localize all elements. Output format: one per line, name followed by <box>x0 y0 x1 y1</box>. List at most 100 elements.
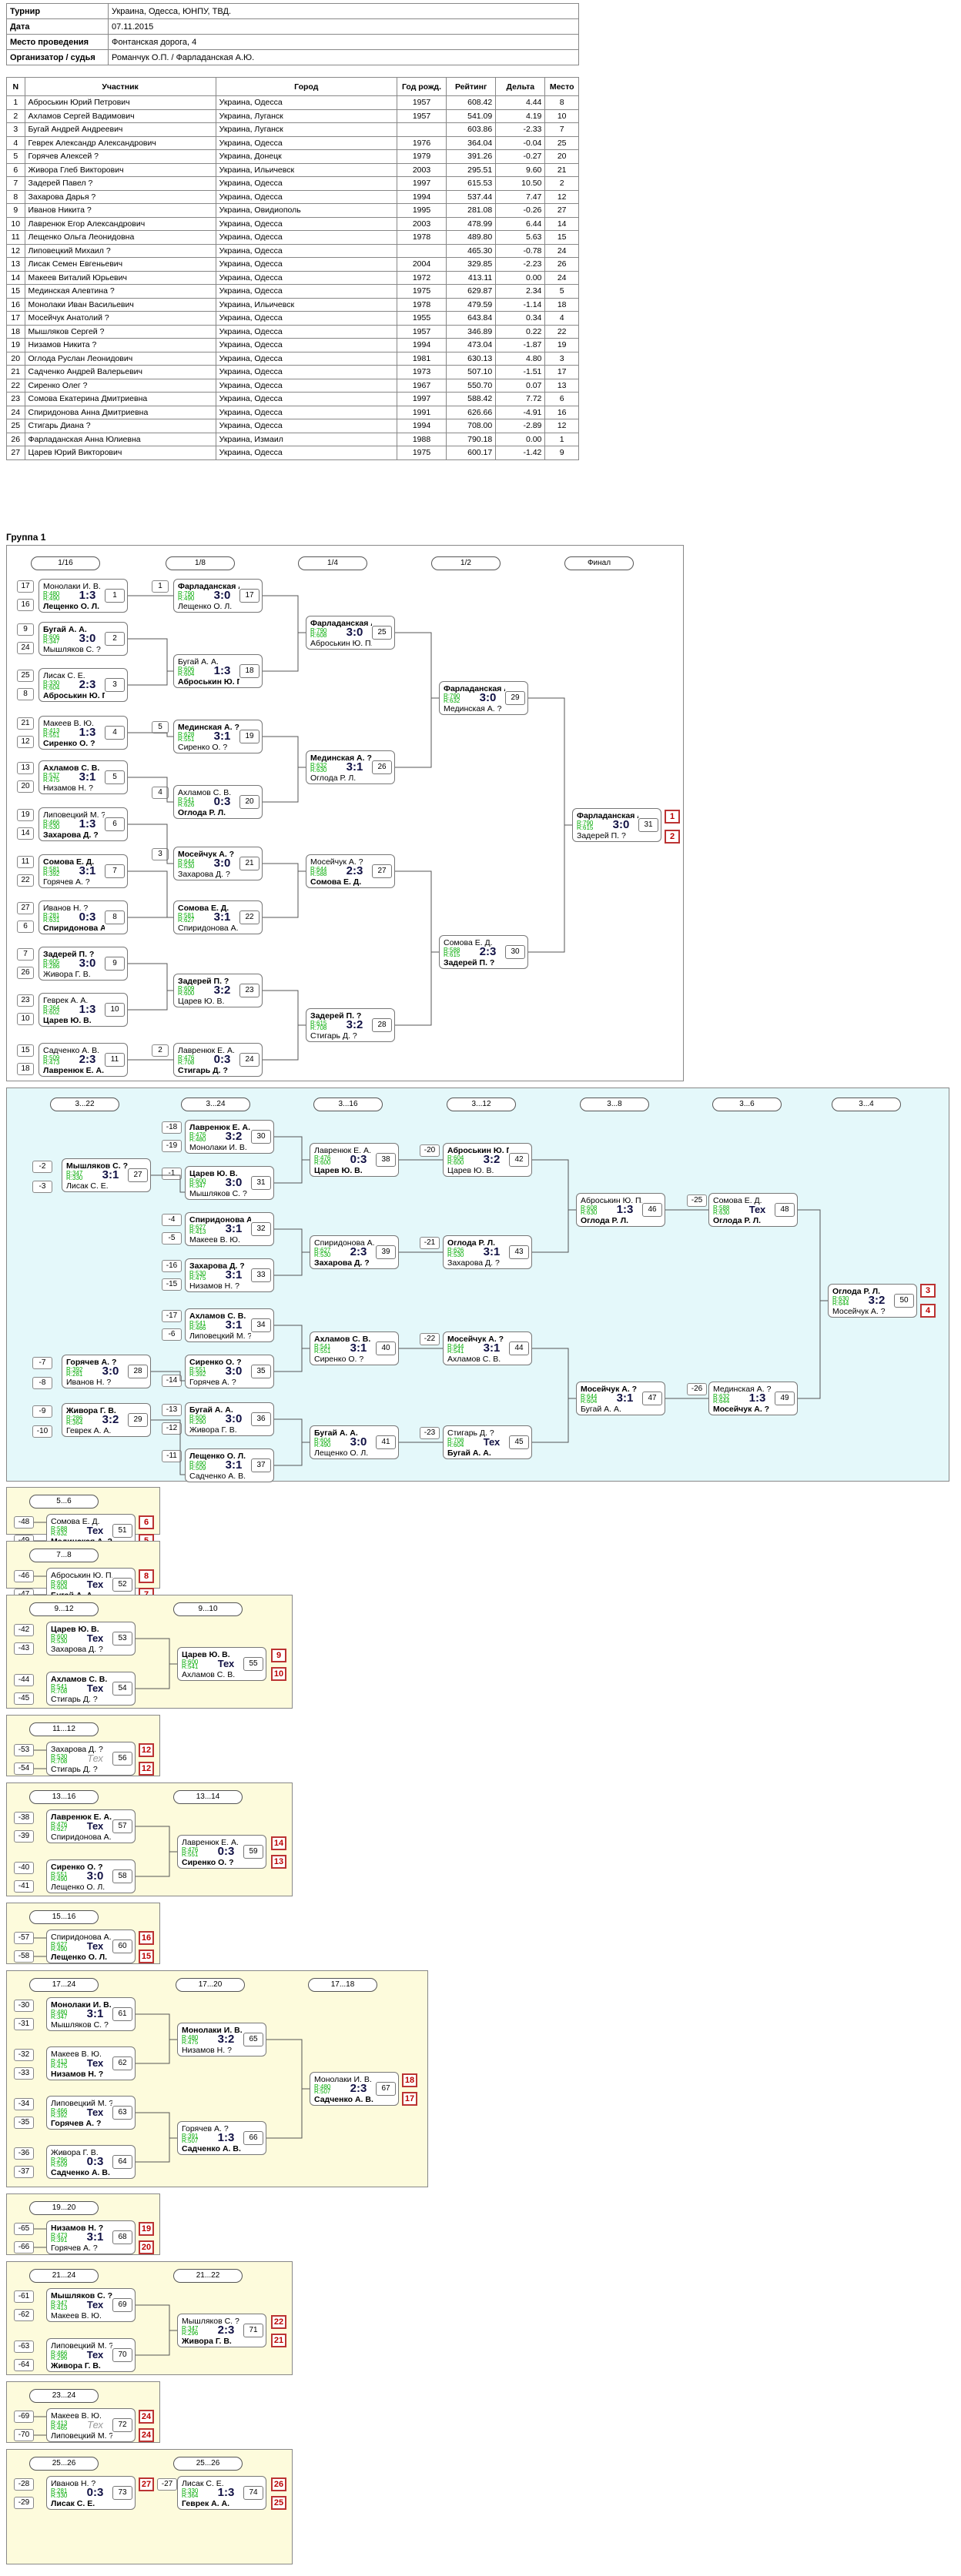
match-rating-1: R:480 <box>314 2083 331 2090</box>
loser-slot-label: -25 <box>687 1194 707 1207</box>
round-header: 25...26 <box>29 2457 99 2471</box>
match-player-1: Мышляков С. ? <box>66 1161 128 1171</box>
match-player-1: Липовецкий М. ? <box>51 2341 112 2350</box>
round-header: 1/4 <box>298 556 367 570</box>
players-cell: Украина, Луганск <box>215 109 397 123</box>
players-cell: Лещенко Ольга Леонидовна <box>24 230 216 245</box>
match-player-2: Живора Г. В. <box>189 1425 237 1435</box>
match-rating-2: R:490 <box>314 1442 331 1448</box>
players-cell: 26 <box>6 432 25 446</box>
loser-slot-label: -35 <box>14 2117 34 2129</box>
match-score: 3:1 <box>483 1245 501 1258</box>
players-cell: Макеев Виталий Юрьевич <box>24 270 216 285</box>
players-cell: 13 <box>6 257 25 272</box>
match-player-1: Фарладанская А. Ю. <box>178 582 239 591</box>
players-cell: Украина, Одесса <box>215 176 397 191</box>
match-player-1: Сомова Е. Д. <box>178 904 229 913</box>
match-number: 73 <box>112 2486 132 2500</box>
match-rating-1: R:480 <box>182 2034 199 2041</box>
match-rating-1: R:286 <box>66 1415 83 1422</box>
match-rating-2: R:281 <box>66 1371 83 1378</box>
match-player-2: Захарова Д. ? <box>51 1645 103 1654</box>
match-score: 3:0 <box>346 626 363 639</box>
match-player-2: Аброськин Ю. П. <box>178 677 239 687</box>
players-cell: 2003 <box>396 216 447 231</box>
match-player-1: Монолаки И. В. <box>182 2026 243 2035</box>
